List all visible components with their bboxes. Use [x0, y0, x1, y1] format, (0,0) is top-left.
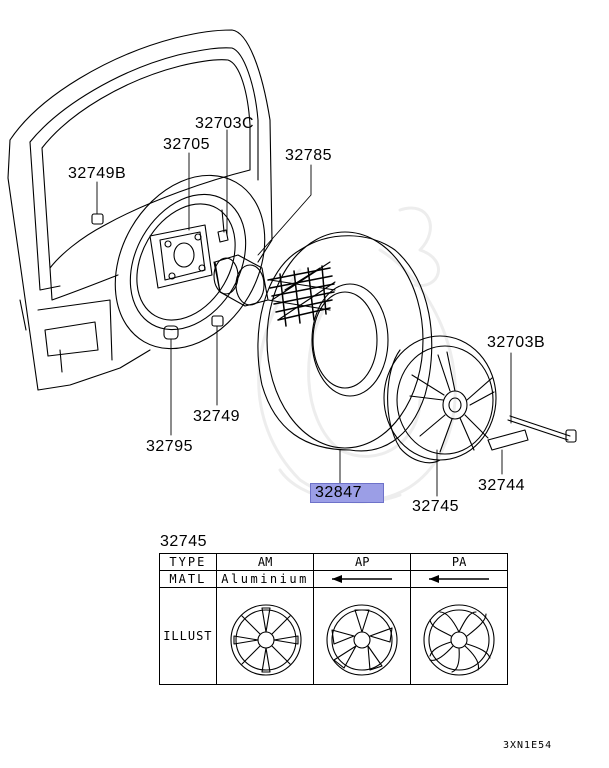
callout-32785: 32785	[285, 147, 332, 164]
table-row-type: TYPE AM AP PA	[159, 553, 508, 571]
callout-32705: 32705	[163, 136, 210, 153]
row-label-type: TYPE	[159, 553, 217, 571]
nut-32749-shape	[211, 315, 224, 327]
table-caption: 32745	[160, 533, 207, 550]
aluminium-wheel	[383, 335, 497, 464]
material-ap	[313, 570, 412, 588]
cap-32795-shape	[163, 325, 179, 340]
callout-32795: 32795	[146, 438, 193, 455]
spare-wheel-carrier	[114, 174, 266, 350]
tailgate-panel	[7, 29, 273, 391]
wheel-spec-table: TYPE AM AP PA MATL Aluminium ILLUST	[159, 553, 508, 685]
left-arrow-icon	[332, 575, 393, 583]
callout-32745: 32745	[412, 498, 459, 515]
callout-32744: 32744	[478, 477, 525, 494]
callout-32749: 32749	[193, 408, 240, 425]
bolt-32703c-shape	[217, 229, 229, 243]
small-fasteners	[91, 209, 229, 340]
tire-tread-pattern	[267, 265, 335, 327]
nut-32749b-shape	[91, 213, 104, 225]
left-arrow-icon	[429, 575, 490, 583]
row-label-illust: ILLUST	[159, 587, 217, 685]
type-pa: PA	[410, 553, 508, 571]
table-row-matl: MATL Aluminium	[159, 570, 508, 588]
wheel-spacer-hub	[213, 254, 269, 307]
callout-32847-highlighted[interactable]: 32847	[310, 483, 384, 503]
callout-32703c: 32703C	[195, 115, 255, 132]
callout-32749b: 32749B	[68, 165, 127, 182]
type-am: AM	[215, 553, 315, 571]
type-ap: AP	[313, 553, 412, 571]
table-row-illust: ILLUST	[159, 587, 508, 685]
spare-tire	[257, 231, 433, 452]
leader-lines	[96, 129, 512, 497]
row-label-matl: MATL	[159, 570, 217, 588]
illust-cell-pa	[410, 587, 508, 685]
illust-cell-am	[215, 587, 315, 685]
material-pa	[410, 570, 508, 588]
material-am: Aluminium	[215, 570, 315, 588]
illust-cell-ap	[313, 587, 412, 685]
wheel-bolt-and-nut	[487, 415, 577, 451]
callout-32703b: 32703B	[487, 334, 546, 351]
reference-code: 3XN1E54	[503, 740, 553, 751]
